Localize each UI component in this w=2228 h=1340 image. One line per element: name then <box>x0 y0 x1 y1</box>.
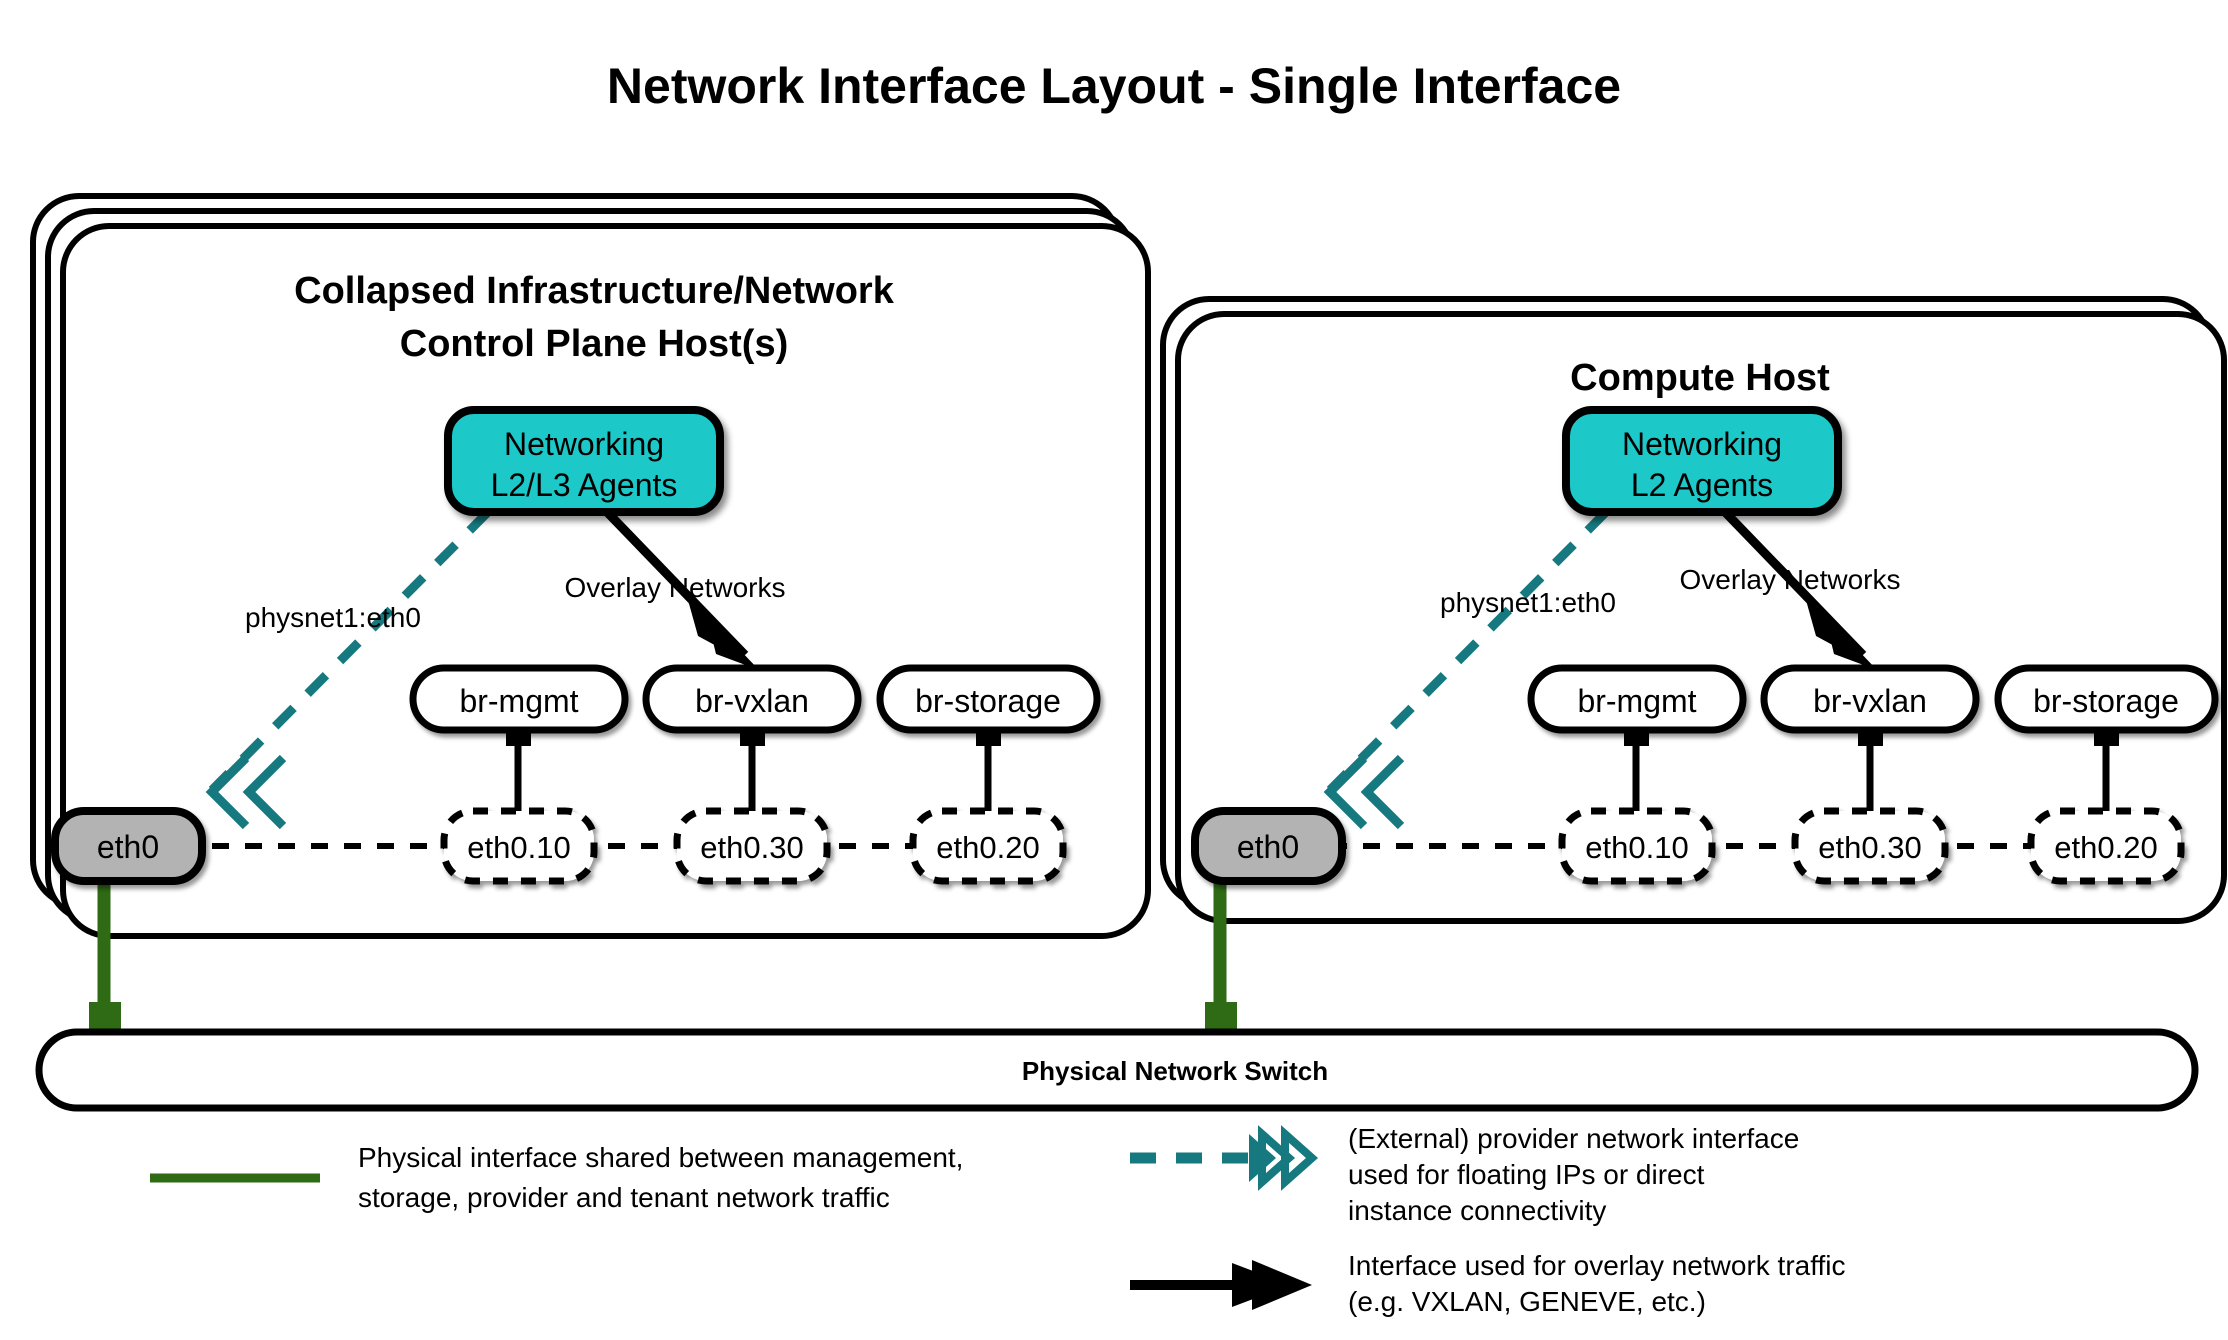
bridge-br-vxlan-left[interactable]: br-vxlan <box>642 664 862 734</box>
physnet-label-right: physnet1:eth0 <box>1440 587 1616 618</box>
compute-host-title: Compute Host <box>1570 357 1830 399</box>
legend-text-line-2: (e.g. VXLAN, GENEVE, etc.) <box>1348 1286 1706 1317</box>
agents-box-line1-right: Networking <box>1622 426 1782 462</box>
vlan-eth0-20-left[interactable]: eth0.20 <box>909 807 1067 885</box>
bridge-br-storage-right[interactable]: br-storage <box>1994 664 2219 734</box>
legend-item-overlay-traffic: Interface used for overlay network traff… <box>1130 1250 1846 1317</box>
bridge-label: br-vxlan <box>695 683 809 719</box>
agents-box-line2-right: L2 Agents <box>1631 467 1773 503</box>
bridge-br-mgmt-right[interactable]: br-mgmt <box>1527 664 1747 734</box>
vlan-label: eth0.10 <box>467 830 570 865</box>
physnet-label-left: physnet1:eth0 <box>245 602 421 633</box>
vlan-eth0-30-right[interactable]: eth0.30 <box>1791 807 1949 885</box>
legend-text-line-1: Physical interface shared between manage… <box>358 1142 963 1173</box>
physical-network-switch[interactable]: Physical Network Switch <box>35 1028 2199 1112</box>
overlay-network-link-right <box>1722 509 1877 670</box>
networking-agents-box-right[interactable]: Networking L2 Agents <box>1562 406 1842 516</box>
overlay-network-link-left <box>604 509 759 670</box>
agents-box-line2-left: L2/L3 Agents <box>491 467 678 503</box>
legend-text-line-1: Interface used for overlay network traff… <box>1348 1250 1846 1281</box>
host-card-layer-1 <box>60 223 1151 939</box>
bridge-label: br-storage <box>2033 683 2179 719</box>
legend-text-line-3: instance connectivity <box>1348 1195 1606 1226</box>
compute-host-card <box>1160 296 2227 924</box>
networking-agents-box-left[interactable]: Networking L2/L3 Agents <box>444 406 724 516</box>
vlan-eth0-20-right[interactable]: eth0.20 <box>2027 807 2185 885</box>
control-plane-host-title-line2: Control Plane Host(s) <box>400 323 788 365</box>
vlan-label: eth0.30 <box>700 830 803 865</box>
legend-text-line-1: (External) provider network interface <box>1348 1123 1799 1154</box>
legend-item-provider-network: (External) provider network interface us… <box>1130 1123 1799 1226</box>
bridge-label: br-mgmt <box>459 683 578 719</box>
legend-item-physical-interface: Physical interface shared between manage… <box>150 1142 963 1213</box>
agents-box-line1-left: Networking <box>504 426 664 462</box>
physical-nic-eth0-left[interactable]: eth0 <box>51 807 206 885</box>
bridge-label: br-vxlan <box>1813 683 1927 719</box>
vlan-label: eth0.20 <box>2054 830 2157 865</box>
overlay-label-right: Overlay Networks <box>1680 564 1901 595</box>
nic-label: eth0 <box>97 829 159 865</box>
vlan-label: eth0.30 <box>1818 830 1921 865</box>
control-plane-host-title-line1: Collapsed Infrastructure/Network <box>294 270 895 312</box>
provider-network-link-right <box>1323 508 1610 830</box>
overlay-label-left: Overlay Networks <box>565 572 786 603</box>
legend-teal-dashed-arrow-icon <box>1130 1125 1319 1191</box>
vlan-eth0-10-right[interactable]: eth0.10 <box>1558 807 1716 885</box>
bridge-br-storage-left[interactable]: br-storage <box>876 664 1101 734</box>
nic-label: eth0 <box>1237 829 1299 865</box>
physical-nic-eth0-right[interactable]: eth0 <box>1191 807 1346 885</box>
control-plane-host-card <box>30 193 1151 939</box>
host-card-layer-1 <box>1175 311 2227 924</box>
legend-text-line-2: used for floating IPs or direct <box>1348 1159 1705 1190</box>
vlan-label: eth0.20 <box>936 830 1039 865</box>
page-title: Network Interface Layout - Single Interf… <box>607 58 1621 114</box>
switch-label: Physical Network Switch <box>1022 1056 1328 1086</box>
legend-text-line-2: storage, provider and tenant network tra… <box>358 1182 890 1213</box>
bridge-br-mgmt-left[interactable]: br-mgmt <box>409 664 629 734</box>
vlan-label: eth0.10 <box>1585 830 1688 865</box>
vlan-eth0-30-left[interactable]: eth0.30 <box>673 807 831 885</box>
provider-network-link-left <box>205 508 492 830</box>
vlan-eth0-10-left[interactable]: eth0.10 <box>440 807 598 885</box>
bridge-label: br-mgmt <box>1577 683 1696 719</box>
bridge-label: br-storage <box>915 683 1061 719</box>
legend-black-arrow-icon <box>1130 1260 1312 1310</box>
bridge-br-vxlan-right[interactable]: br-vxlan <box>1760 664 1980 734</box>
